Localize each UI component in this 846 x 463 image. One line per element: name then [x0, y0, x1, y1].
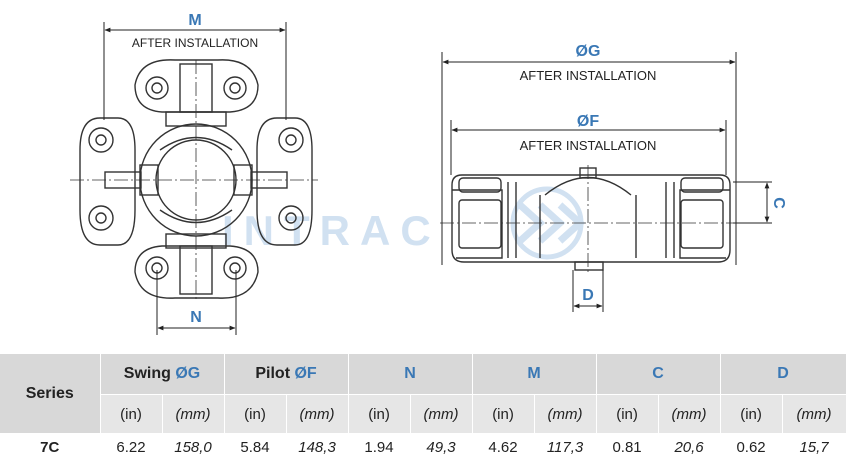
table-row: 7C 6.22 158,0 5.84 148,3 1.94 49,3 4.62 …	[0, 433, 846, 462]
header-text: Pilot	[255, 365, 295, 382]
header-symbol: M	[527, 365, 541, 382]
dim-label-d: D	[582, 287, 594, 304]
value-cell: 5.84	[224, 433, 287, 462]
unit-in: (in)	[224, 394, 287, 433]
left-view-dimensions	[103, 22, 287, 335]
series-header: Series	[0, 354, 101, 433]
header-d: D	[720, 354, 846, 395]
dim-label-m: M	[188, 12, 201, 29]
units-row: (in) (mm) (in) (mm) (in) (mm) (in) (mm) …	[0, 394, 846, 433]
unit-in: (in)	[348, 394, 411, 433]
unit-mm: (mm)	[286, 394, 349, 433]
header-pilot-f: Pilot ØF	[224, 354, 349, 395]
unit-in: (in)	[472, 394, 535, 433]
header-symbol: N	[404, 365, 416, 382]
value-cell: 6.22	[100, 433, 163, 462]
unit-mm: (mm)	[658, 394, 721, 433]
technical-drawing: INTRAC	[70, 12, 787, 335]
unit-mm: (mm)	[162, 394, 225, 433]
value-cell: 15,7	[782, 433, 846, 462]
unit-in: (in)	[596, 394, 659, 433]
value-cell: 0.62	[720, 433, 783, 462]
unit-mm: (mm)	[534, 394, 597, 433]
unit-in: (in)	[100, 394, 163, 433]
header-c: C	[596, 354, 721, 395]
value-cell: 0.81	[596, 433, 659, 462]
dim-label-n: N	[190, 309, 202, 326]
dim-note-m: AFTER INSTALLATION	[132, 36, 258, 50]
value-cell: 117,3	[534, 433, 597, 462]
dim-note-g: AFTER INSTALLATION	[520, 68, 657, 83]
value-cell: 1.94	[348, 433, 411, 462]
dim-label-c: C	[770, 197, 787, 209]
value-cell: 20,6	[658, 433, 721, 462]
value-cell: 49,3	[410, 433, 473, 462]
value-cell: 158,0	[162, 433, 225, 462]
drawing-svg: INTRAC	[70, 12, 787, 335]
dim-label-g: ØG	[576, 43, 601, 60]
unit-mm: (mm)	[410, 394, 473, 433]
value-cell: 148,3	[286, 433, 349, 462]
spec-table: Series Swing ØG Pilot ØF N M C D (in) (m…	[0, 354, 846, 462]
header-symbol: D	[777, 365, 789, 382]
right-view	[440, 165, 742, 275]
unit-in: (in)	[720, 394, 783, 433]
header-text: Swing	[123, 365, 176, 382]
watermark-text: INTRAC	[222, 207, 441, 254]
series-cell: 7C	[0, 433, 101, 462]
value-cell: 4.62	[472, 433, 535, 462]
unit-mm: (mm)	[782, 394, 846, 433]
dim-label-f: ØF	[577, 113, 599, 130]
left-view	[70, 59, 318, 300]
right-view-dimensions	[441, 52, 772, 312]
dim-note-f: AFTER INSTALLATION	[520, 138, 657, 153]
header-swing-g: Swing ØG	[100, 354, 225, 395]
header-symbol: ØF	[294, 365, 317, 382]
header-symbol: C	[652, 365, 664, 382]
header-row: Series Swing ØG Pilot ØF N M C D	[0, 354, 846, 433]
header-n: N	[348, 354, 473, 395]
header-m: M	[472, 354, 597, 395]
header-symbol: ØG	[175, 365, 201, 382]
